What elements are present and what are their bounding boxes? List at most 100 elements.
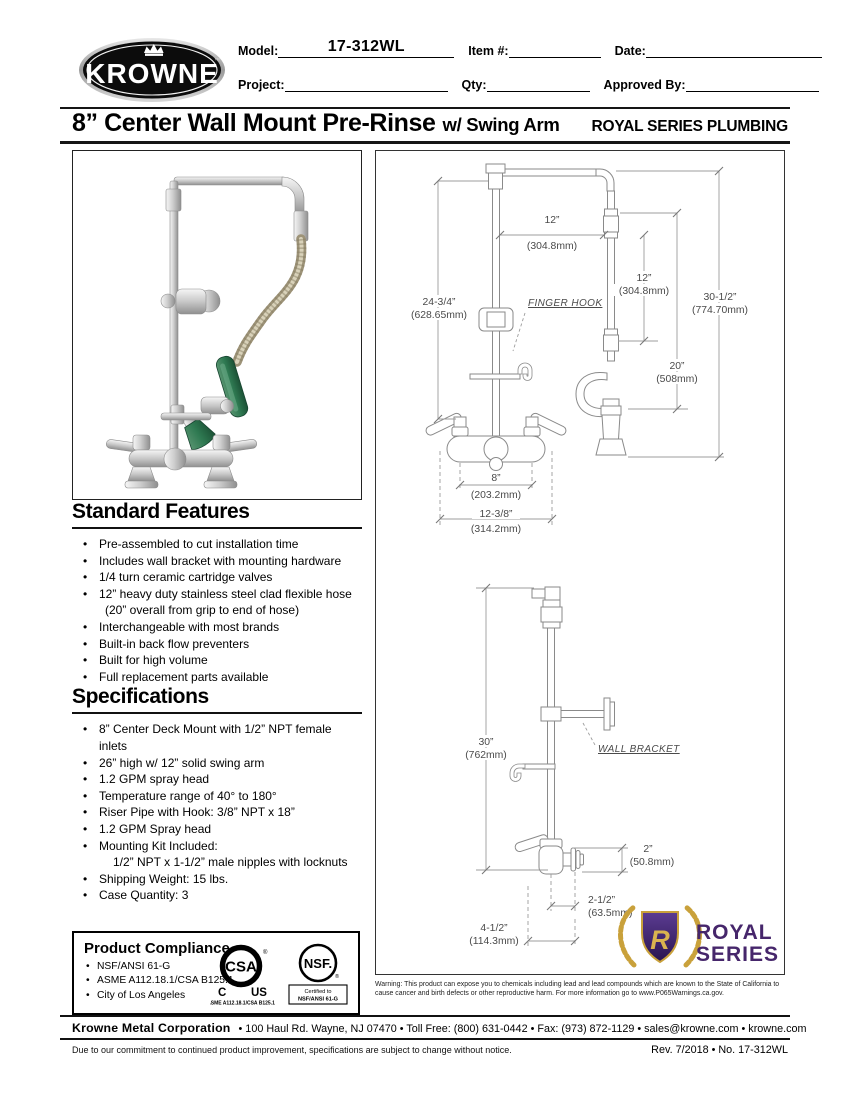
dim-2-1-2: 2-1/2” xyxy=(588,895,616,906)
feature-item-continuation: (20” overall from grip to end of hose) xyxy=(105,603,300,618)
approved-line xyxy=(685,76,819,92)
dim-4-1-2: 4-1/2” xyxy=(480,923,508,934)
model-label: Model: xyxy=(238,44,279,58)
spec-item: 1.2 GPM spray head xyxy=(72,771,362,788)
dim-2-mm: (50.8mm) xyxy=(630,857,674,868)
krowne-logo: KROWNE ™ xyxy=(76,36,228,109)
faucet-base xyxy=(105,434,258,489)
item-field: Item #: xyxy=(468,42,601,58)
dim-20: 20” xyxy=(669,361,685,372)
royal-series-logo: R ROYAL SERIES xyxy=(618,904,779,968)
feature-item: 12” heavy duty stainless steel clad flex… xyxy=(72,586,362,603)
compliance-item: NSF/ANSI 61-G xyxy=(84,960,348,975)
krowne-logo-graphic: KROWNE ™ xyxy=(79,38,225,102)
left-column: Standard Features Pre-assembled to cut i… xyxy=(72,150,362,1015)
product-photo-frame xyxy=(72,150,362,500)
approved-label: Approved By: xyxy=(603,78,686,92)
spec-item: Shipping Weight: 15 lbs. xyxy=(72,871,362,888)
product-photo xyxy=(105,176,309,489)
model-line: 17-312WL xyxy=(278,38,455,58)
specs-heading: Specifications xyxy=(72,685,362,715)
spec-item: Temperature range of 40° to 180° xyxy=(72,788,362,805)
prop65-warning: Warning: This product can expose you to … xyxy=(375,981,780,997)
crown-icon xyxy=(144,43,164,56)
series-title: ROYAL SERIES PLUMBING xyxy=(591,118,789,135)
compliance-item: City of Los Angeles xyxy=(84,989,348,1004)
specs-list: 8” Center Deck Mount with 1/2” NPT femal… xyxy=(72,721,362,904)
nsf-certification-icon: NSF. ® Certified to NSF/ANSI 61-G xyxy=(288,943,348,1005)
spec-item: Mounting Kit Included: xyxy=(72,838,362,855)
dim-2-1-2-mm: (63.5mm) xyxy=(588,908,632,919)
svg-text:Certified to: Certified to xyxy=(304,989,331,995)
item-line xyxy=(508,42,601,58)
dim-12-3-8: 12-3/8” xyxy=(480,509,513,520)
date-label: Date: xyxy=(614,44,646,58)
dim-24-3-4: 24-3/4” xyxy=(423,297,456,308)
project-field: Project: xyxy=(238,76,448,92)
feature-item: 1/4 turn ceramic cartridge valves xyxy=(72,569,362,586)
csa-certification-icon: CSA ® C US ASME A112.18.1/CSA B125.1 xyxy=(210,944,275,1006)
date-field: Date: xyxy=(615,42,822,58)
dim-20-mm: (508mm) xyxy=(656,374,698,385)
compliance-heading: Product Compliance xyxy=(84,939,230,957)
title-divider xyxy=(60,141,790,144)
svg-text:®: ® xyxy=(335,973,339,980)
dim-12-top: 12” xyxy=(544,215,560,226)
dim-4-1-2-mm: (114.3mm) xyxy=(469,936,518,947)
spec-item: Case Quantity: 3 xyxy=(72,887,362,904)
feature-item: Pre-assembled to cut installation time xyxy=(72,536,362,553)
right-column: 12” (304.8mm) 12” (304.8mm) 24-3/4” (628… xyxy=(375,150,785,998)
dim-2: 2” xyxy=(643,844,653,855)
dim-8: 8” xyxy=(491,473,501,484)
qty-label: Qty: xyxy=(461,78,487,92)
date-line xyxy=(645,42,822,58)
dim-30-1-2: 30-1/2” xyxy=(704,292,737,303)
dim-12-right-mm: (304.8mm) xyxy=(619,286,669,297)
dim-30: 30” xyxy=(478,737,494,748)
spec-item-continuation: 1/2” NPT x 1-1/2” male nipples with lock… xyxy=(113,855,348,870)
svg-text:CSA: CSA xyxy=(225,958,257,975)
qty-line xyxy=(486,76,590,92)
model-field: Model: 17-312WL xyxy=(238,38,455,58)
page-title-sub: w/ Swing Arm xyxy=(442,114,560,135)
dim-8-mm: (203.2mm) xyxy=(471,490,521,501)
feature-item: Built for high volume xyxy=(72,652,362,669)
footer-brand: Krowne Metal Corporation xyxy=(72,1021,231,1036)
dim-30-1-2-mm: (774.70mm) xyxy=(692,305,748,316)
footer-disclaimer: Due to our commitment to continued produ… xyxy=(72,1044,512,1055)
features-list: Pre-assembled to cut installation time I… xyxy=(72,536,362,685)
wall-bracket-label: WALL BRACKET xyxy=(598,744,680,755)
spec-item: 26” high w/ 12” solid swing arm xyxy=(72,755,362,772)
spec-item: 8” Center Deck Mount with 1/2” NPT femal… xyxy=(72,721,362,754)
svg-text:®: ® xyxy=(263,949,268,956)
model-value: 17-312WL xyxy=(327,38,405,55)
technical-drawing-frame: 12” (304.8mm) 12” (304.8mm) 24-3/4” (628… xyxy=(375,150,785,975)
spec-item: Riser Pipe with Hook: 3/8” NPT x 18” xyxy=(72,804,362,821)
spec-item: 1.2 GPM Spray head xyxy=(72,821,362,838)
brand-text: KROWNE xyxy=(85,58,219,89)
trademark-symbol: ™ xyxy=(214,57,220,64)
compliance-list: NSF/ANSI 61-G ASME A112.18.1/CSA B125.1 … xyxy=(84,960,348,1004)
finger-hook-label: FINGER HOOK xyxy=(528,298,603,309)
dim-12-top-mm: (304.8mm) xyxy=(527,241,577,252)
svg-text:NSF/ANSI 61-G: NSF/ANSI 61-G xyxy=(298,996,338,1002)
header-divider xyxy=(60,107,790,109)
feature-item: Built-in back flow preventers xyxy=(72,636,362,653)
dim-12-right: 12” xyxy=(636,273,652,284)
qty-field: Qty: xyxy=(462,76,590,92)
header: KROWNE ™ Model: 17-312WL Item #: Date: xyxy=(60,34,822,109)
page-title: 8” Center Wall Mount Pre-Rinse xyxy=(72,109,436,137)
dim-12-3-8-mm: (314.2mm) xyxy=(471,524,521,535)
svg-text:NSF.: NSF. xyxy=(304,956,332,971)
footer-contact: • 100 Haul Rd. Wayne, NJ 07470 • Toll Fr… xyxy=(238,1023,807,1036)
feature-item: Full replacement parts available xyxy=(72,669,362,686)
svg-text:US: US xyxy=(251,987,267,999)
svg-text:ASME A112.18.1/CSA B125.1: ASME A112.18.1/CSA B125.1 xyxy=(210,1000,275,1006)
product-compliance-box: Product Compliance NSF/ANSI 61-G ASME A1… xyxy=(72,930,360,1015)
royal-line2: SERIES xyxy=(696,943,779,966)
features-heading: Standard Features xyxy=(72,500,362,529)
footer-contact-row: Krowne Metal Corporation • 100 Haul Rd. … xyxy=(60,1017,807,1038)
footer-revision: Rev. 7/2018 • No. 17-312WL xyxy=(651,1043,788,1056)
project-line xyxy=(284,76,448,92)
